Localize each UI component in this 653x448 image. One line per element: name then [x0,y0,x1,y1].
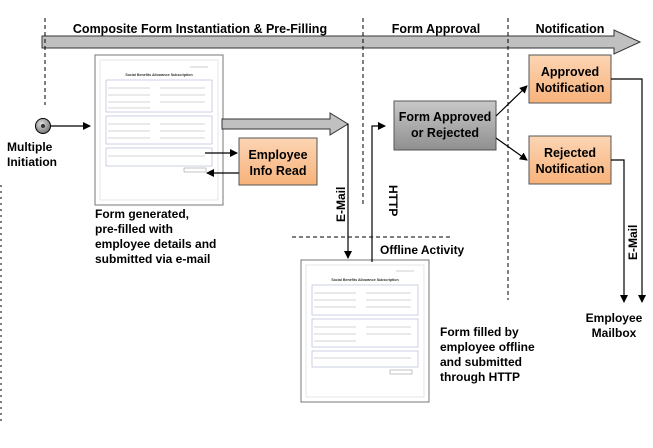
decision-to-rejected-arrow [495,137,528,161]
offline-activity-label: Offline Activity [380,243,465,257]
mailbox-line2: Mailbox [592,326,637,340]
caption-generated-4: submitted via e-mail [95,252,210,266]
form-decision-line2: or Rejected [411,126,479,140]
employee-info-line2: Info Read [250,164,307,178]
rejected-notification-box [528,135,612,185]
approved-to-mailbox-arrow [611,78,646,303]
caption-generated-1: Form generated, [95,207,189,221]
start-label-line1: Multiple [7,140,53,154]
caption-filled-1: Form filled by [440,325,519,339]
phase-label-composite: Composite Form Instantiation & Pre-Filli… [73,22,327,36]
employee-info-line1: Employee [248,148,307,162]
email-label-2: E-Mail [626,225,640,260]
caption-filled-2: employee offline [440,340,535,354]
phase-label-notification: Notification [536,22,605,36]
rejected-to-mailbox-arrow [611,159,628,303]
start-node [35,118,51,134]
caption-generated-3: employee details and [95,237,216,251]
http-up-arrow [371,122,386,262]
mailbox-line1: Employee [586,311,643,325]
form-document-title-1: Social Benefits Allowance Subscription [125,73,192,77]
form-document-filled: Social Benefits Allowance Subscription [300,259,430,403]
form-to-email-arrow [221,112,349,136]
phase-label-approval: Form Approval [392,22,480,36]
approved-notification-box [528,54,612,104]
form-document-title-2: Social Benefits Allowance Subscription [331,278,398,282]
start-label-line2: Initiation [7,155,57,169]
caption-generated-2: pre-filled with [95,222,173,236]
caption-filled-3: and submitted [440,355,522,369]
form-decision-line1: Form Approved [399,110,492,124]
form-decision-box [393,100,497,151]
form-document-generated: Social Benefits Allowance Subscription [94,54,224,206]
decision-to-approved-arrow [495,85,528,117]
caption-filled-4: through HTTP [440,370,520,384]
email-label-1: E-Mail [334,187,348,222]
rejected-line2: Notification [536,162,605,176]
http-label: HTTP [386,185,400,216]
approved-line1: Approved [541,65,599,79]
rejected-line1: Rejected [544,146,596,160]
timeline-arrow [41,29,642,55]
approved-line2: Notification [536,81,605,95]
employee-info-read-box [238,137,318,186]
